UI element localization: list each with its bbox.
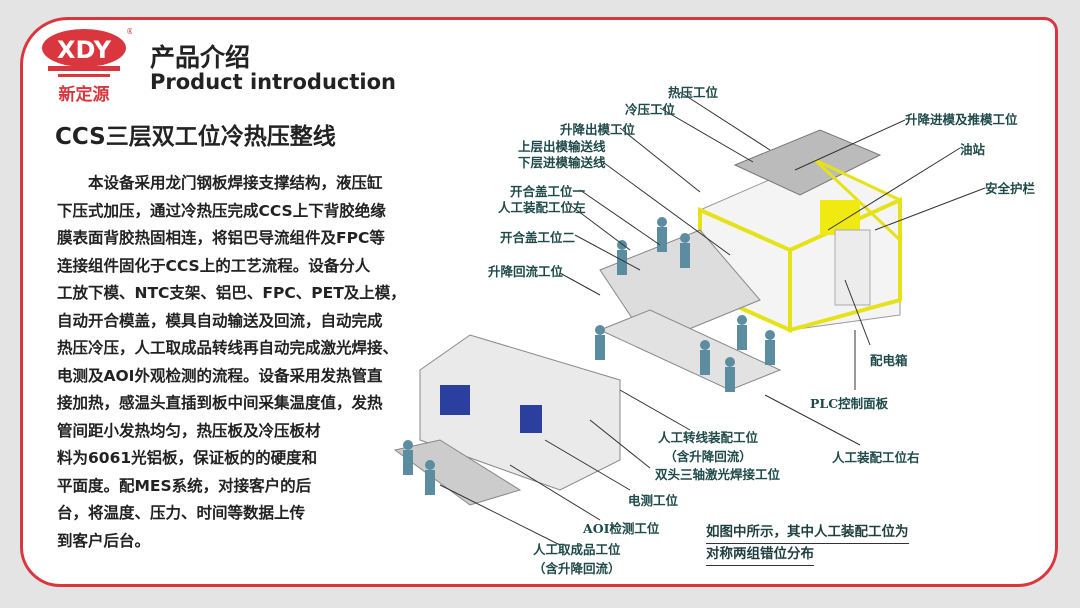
note-line: 如图中所示，其中人工装配工位为 [706, 522, 909, 544]
label-take-product: 人工取成品工位 （含升降回流） [533, 539, 621, 577]
label-manual-left: 人工装配工位左 [498, 200, 586, 215]
description-line: 本设备采用龙门钢板焊接支撑结构，液压缸 [57, 174, 383, 192]
label-manual-transfer-main: 人工转线装配工位 [658, 430, 759, 445]
note-line: 对称两组错位分布 [706, 544, 814, 566]
label-manual-transfer-sub: （含升降回流） [664, 449, 752, 464]
label-electric-test: 电测工位 [628, 493, 679, 508]
description-line: 膜表面背胶热固相连，将铝巴导流组件及FPC等 [57, 229, 385, 247]
leader-lines [439, 91, 986, 546]
description-line: 料为6061光铝板，保证板的的硬度和 [57, 449, 318, 467]
svg-text:新定源: 新定源 [59, 84, 110, 105]
description-line: 热压冷压，人工取成品转线再自动完成激光焊接、 [57, 339, 399, 357]
label-electric-box: 配电箱 [870, 353, 908, 368]
description-line: 台，将温度、压力、时间等数据上传 [57, 504, 306, 522]
label-manual-right: 人工装配工位右 [832, 450, 920, 465]
description-line: 下压式加压，通过冷热压完成CCS上下背胶绝缘 [57, 201, 386, 220]
page-title-cn: 产品介绍 [150, 43, 251, 72]
label-lid-station-1: 开合盖工位一 [510, 184, 586, 199]
label-aoi: AOI检测工位 [583, 521, 660, 536]
description-line: 电测及AOI外观检测的流程。设备采用发热管直 [57, 366, 383, 385]
label-upper-out-conveyor: 上层出模输送线 [518, 139, 606, 154]
xdy-logo: XDY ® 新定源 [42, 27, 132, 105]
label-lift-return: 升降回流工位 [488, 264, 564, 279]
page-title-en: Product introduction [150, 70, 396, 94]
description: 本设备采用龙门钢板焊接支撑结构，液压缸 下压式加压，通过冷热压完成CCS上下背胶… [57, 170, 406, 555]
product-title: CCS三层双工位冷热压整线 [55, 124, 336, 150]
description-line: 到客户后台。 [57, 531, 151, 550]
label-take-product-main: 人工取成品工位 [533, 542, 621, 557]
label-lift-out: 升降出模工位 [560, 122, 636, 137]
label-lower-in-conveyor: 下层进模输送线 [518, 155, 606, 170]
label-plc-panel: PLC控制面板 [810, 396, 889, 411]
label-hot-press: 热压工位 [668, 85, 719, 100]
label-guardrail: 安全护栏 [985, 181, 1036, 196]
label-take-product-sub: （含升降回流） [533, 561, 621, 576]
description-line: 工放下模、NTC支架、铝巴、FPC、PET及上模， [57, 284, 406, 302]
svg-text:®: ® [126, 27, 132, 36]
description-line: 平面度。配MES系统，对接客户的后 [57, 476, 312, 495]
description-line: 接加热，感温头直插到板中间采集温度值，发热 [57, 394, 383, 412]
description-line: 管间距小发热均匀，热压板及冷压板材 [57, 421, 321, 440]
label-lift-in-push: 升降进模及推模工位 [905, 112, 1018, 127]
svg-text:XDY: XDY [57, 36, 112, 64]
layout-note: 如图中所示，其中人工装配工位为 对称两组错位分布 [706, 522, 909, 566]
description-line: 自动开合模盖，模具自动输送及回流，自动完成 [57, 311, 383, 330]
label-oil-station: 油站 [960, 142, 986, 157]
label-cold-press: 冷压工位 [625, 102, 676, 117]
label-lid-station-2: 开合盖工位二 [500, 230, 576, 245]
label-manual-transfer: 人工转线装配工位 （含升降回流） [658, 427, 758, 465]
description-line: 连接组件固化于CCS上的工艺流程。设备分人 [57, 256, 371, 275]
label-laser-weld: 双头三轴激光焊接工位 [655, 467, 781, 482]
